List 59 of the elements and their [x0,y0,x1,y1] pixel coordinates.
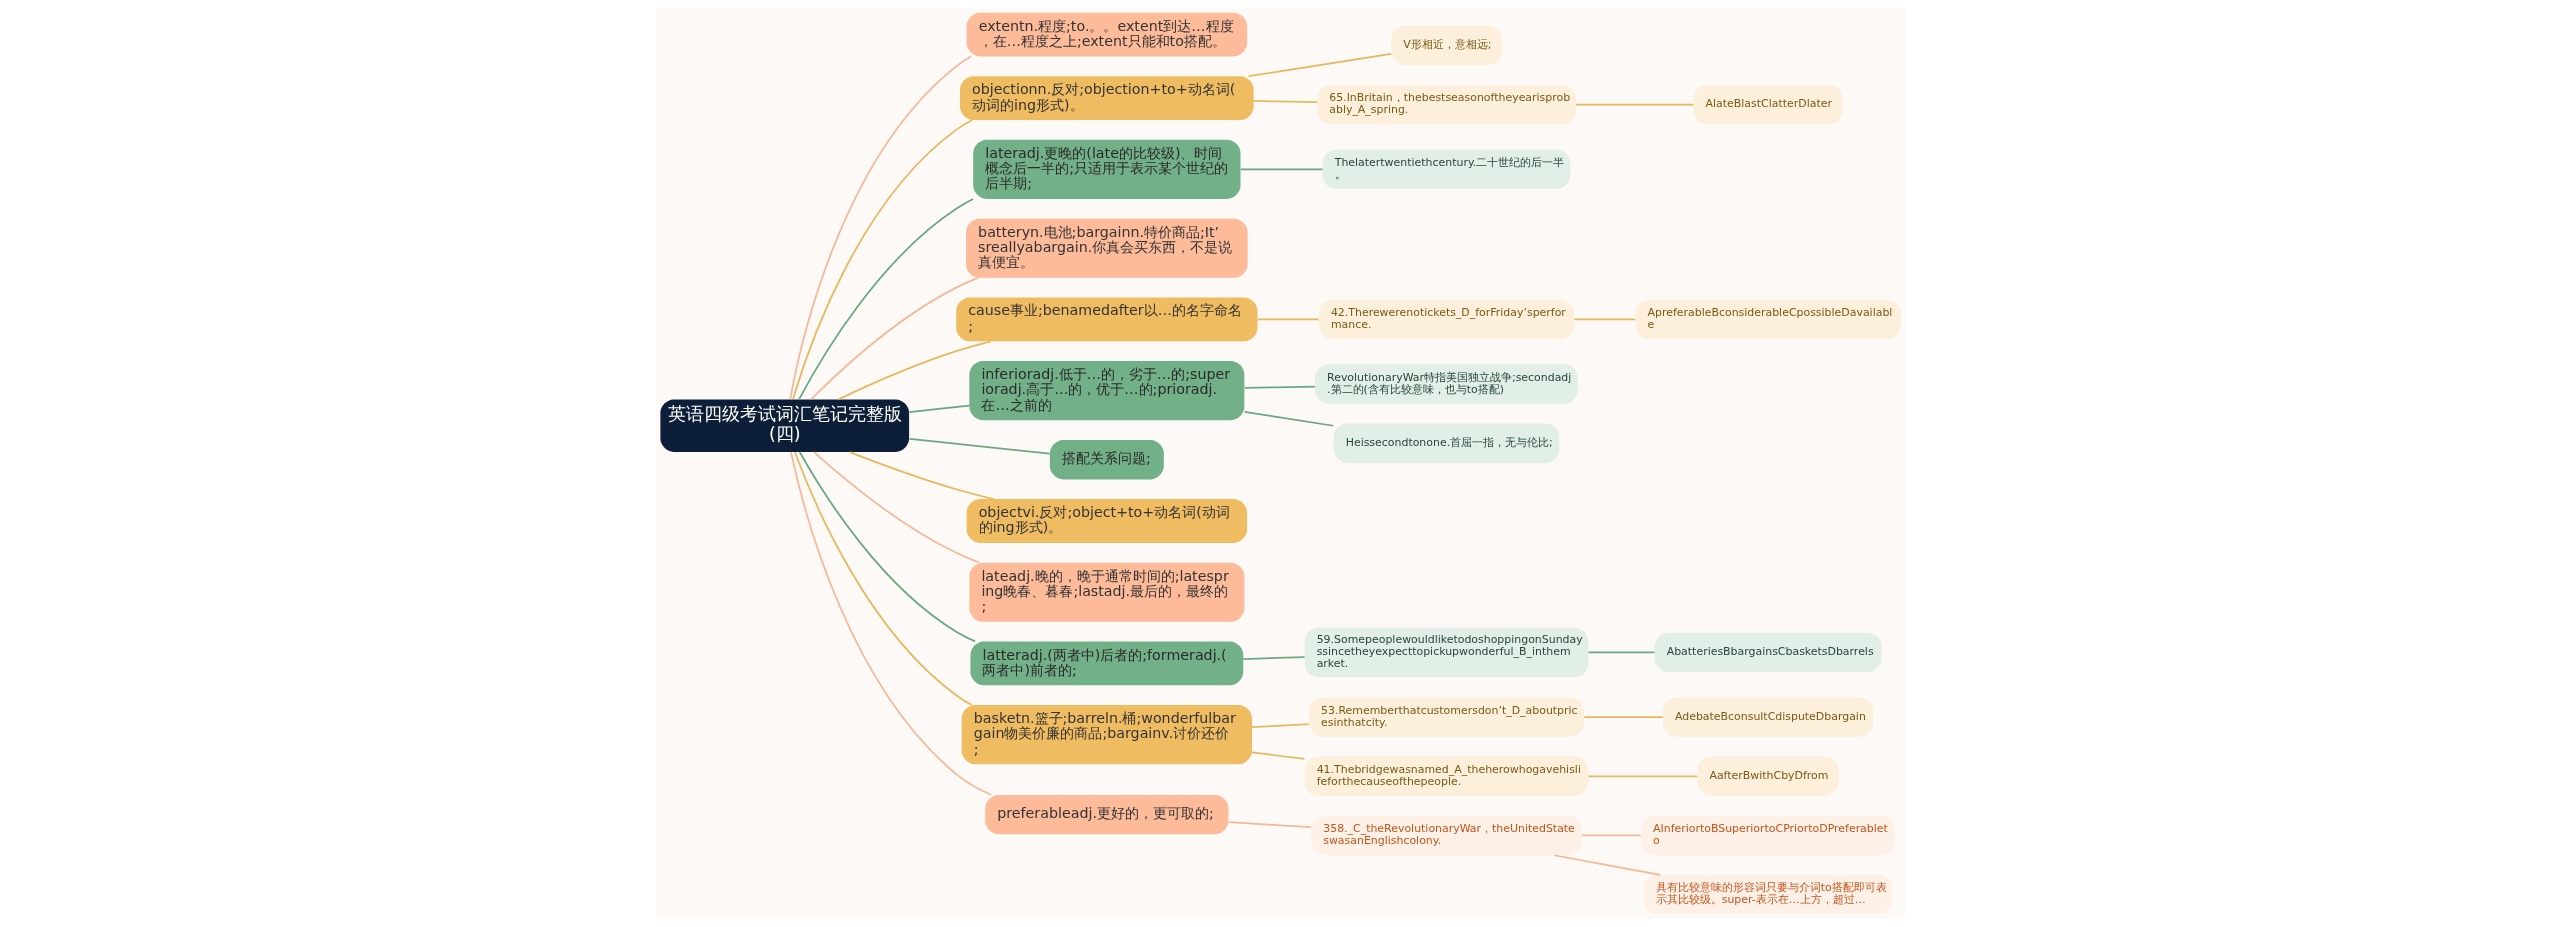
node-box: 41.Thebridgewasnamed_A_theherowhogavehislifeforthecauseofthepeople. [1304,756,1588,796]
node-box: basketn.篮子;barreln.桶;wonderfulbargain物美价廉的商品;bargainv.讨价还价; [961,705,1252,765]
connector [798,451,976,643]
node-box: extentn.程度;to.。。extent到达…程度，在…程度之上;extent只能和to搭配。 [966,12,1247,57]
connector [1227,821,1312,829]
node-box: 具有比较意味的形容词只要与介词to搭配即可表示其比较级。super-表示在…上方，超过… [1643,874,1892,915]
connector [1580,834,1642,837]
connector [848,451,994,500]
connector [837,340,992,401]
connector [809,277,979,401]
node-box: 42.Therewerenotickets_D_forFriday’sperformance. [1318,299,1574,340]
connector [1553,854,1661,876]
node-box: objectionn.反对;objection+to+动名词(动词的ing形式)。 [959,76,1254,121]
node-box: AafterBwithCbyDfrom [1696,756,1839,796]
node-box: lateadj.晚的，晚于通常时间的;latespring晚春、暮春;lastadj.最后的，最终的; [968,562,1244,622]
node-box: AbatteriesBbargainsCbasketsDbarrels [1654,632,1881,673]
connector [1243,385,1316,389]
node-box: V形相近，意相远; [1390,25,1502,66]
connector [788,55,972,400]
connector [791,119,973,400]
node-box: 59.SomepeoplewouldliketodoshoppingonSundayssincetheyexpecttopickupwonderful_B_inthemarket. [1304,627,1588,678]
node-box: cause事业;benamedafter以…的名字命名; [955,297,1257,342]
node-box: batteryn.电池;bargainn.特价商品;It’sreallyabargain.你真会买东西，不是说真便宜。 [965,218,1248,278]
connector [1239,168,1323,171]
node-box: 65.InBritain，thebestseasonoftheyearisprobably_A_spring. [1316,84,1576,125]
connector [1252,100,1318,104]
connector [1250,751,1305,760]
connector [789,451,992,796]
node-box: ApreferableBconsiderableCpossibleDavailable [1635,299,1901,340]
connector [1583,716,1664,718]
connector [812,451,980,564]
connector [793,451,972,706]
node-box: objectvi.反对;object+to+动名词(动词的ing形式)。 [966,499,1247,543]
connector [1256,318,1319,321]
node-box: AInferiortoBSuperiortoCPriortoDPreferableto [1640,815,1895,856]
node-box: Heissecondtonone.首屈一指，无与伦比; [1333,423,1559,463]
node-box: 英语四级考试词汇笔记完整版(四) [659,399,909,452]
node-box: RevolutionaryWar特指美国独立战争;secondadj.第二的(含有比较意味，也与to搭配) [1314,364,1578,404]
connector [908,404,970,414]
node-box: 搭配关系问题; [1049,439,1164,480]
node-box: preferableadj.更好的，更可取的; [984,794,1228,835]
connector [1241,656,1305,660]
connector [1243,411,1334,427]
connector [1587,651,1655,654]
node-box: Thelatertwentiethcentury.二十世纪的后一半。 [1322,149,1570,190]
connector [1574,103,1694,106]
node-box: 358._C_theRevolutionaryWar，theUnitedStateswasanEnglishcolony. [1310,815,1582,856]
node-box: latteradj.(两者中)后者的;formeradj.(两者中)前者的; [969,641,1243,686]
connector [1572,318,1636,321]
node-box: lateradj.更晚的(late的比较级)、时间概念后一半的;只适用于表示某个世纪的后半期; [972,139,1240,199]
node-box: 53.Rememberthatcustomersdon’t_D_aboutpricesinthatcity. [1308,697,1584,737]
connector [1247,53,1392,78]
node-box: AlateBlastClatterDlater [1693,84,1843,125]
connector [1587,775,1698,778]
connector [797,198,974,400]
connector [1250,723,1310,729]
node-box: AdebateBconsultCdisputeDbargain [1662,697,1873,737]
connector [908,437,1050,455]
node-box: inferioradj.低于…的，劣于…的;superioradj.高于…的，优于…的;prioradj.在…之前的 [968,361,1244,421]
